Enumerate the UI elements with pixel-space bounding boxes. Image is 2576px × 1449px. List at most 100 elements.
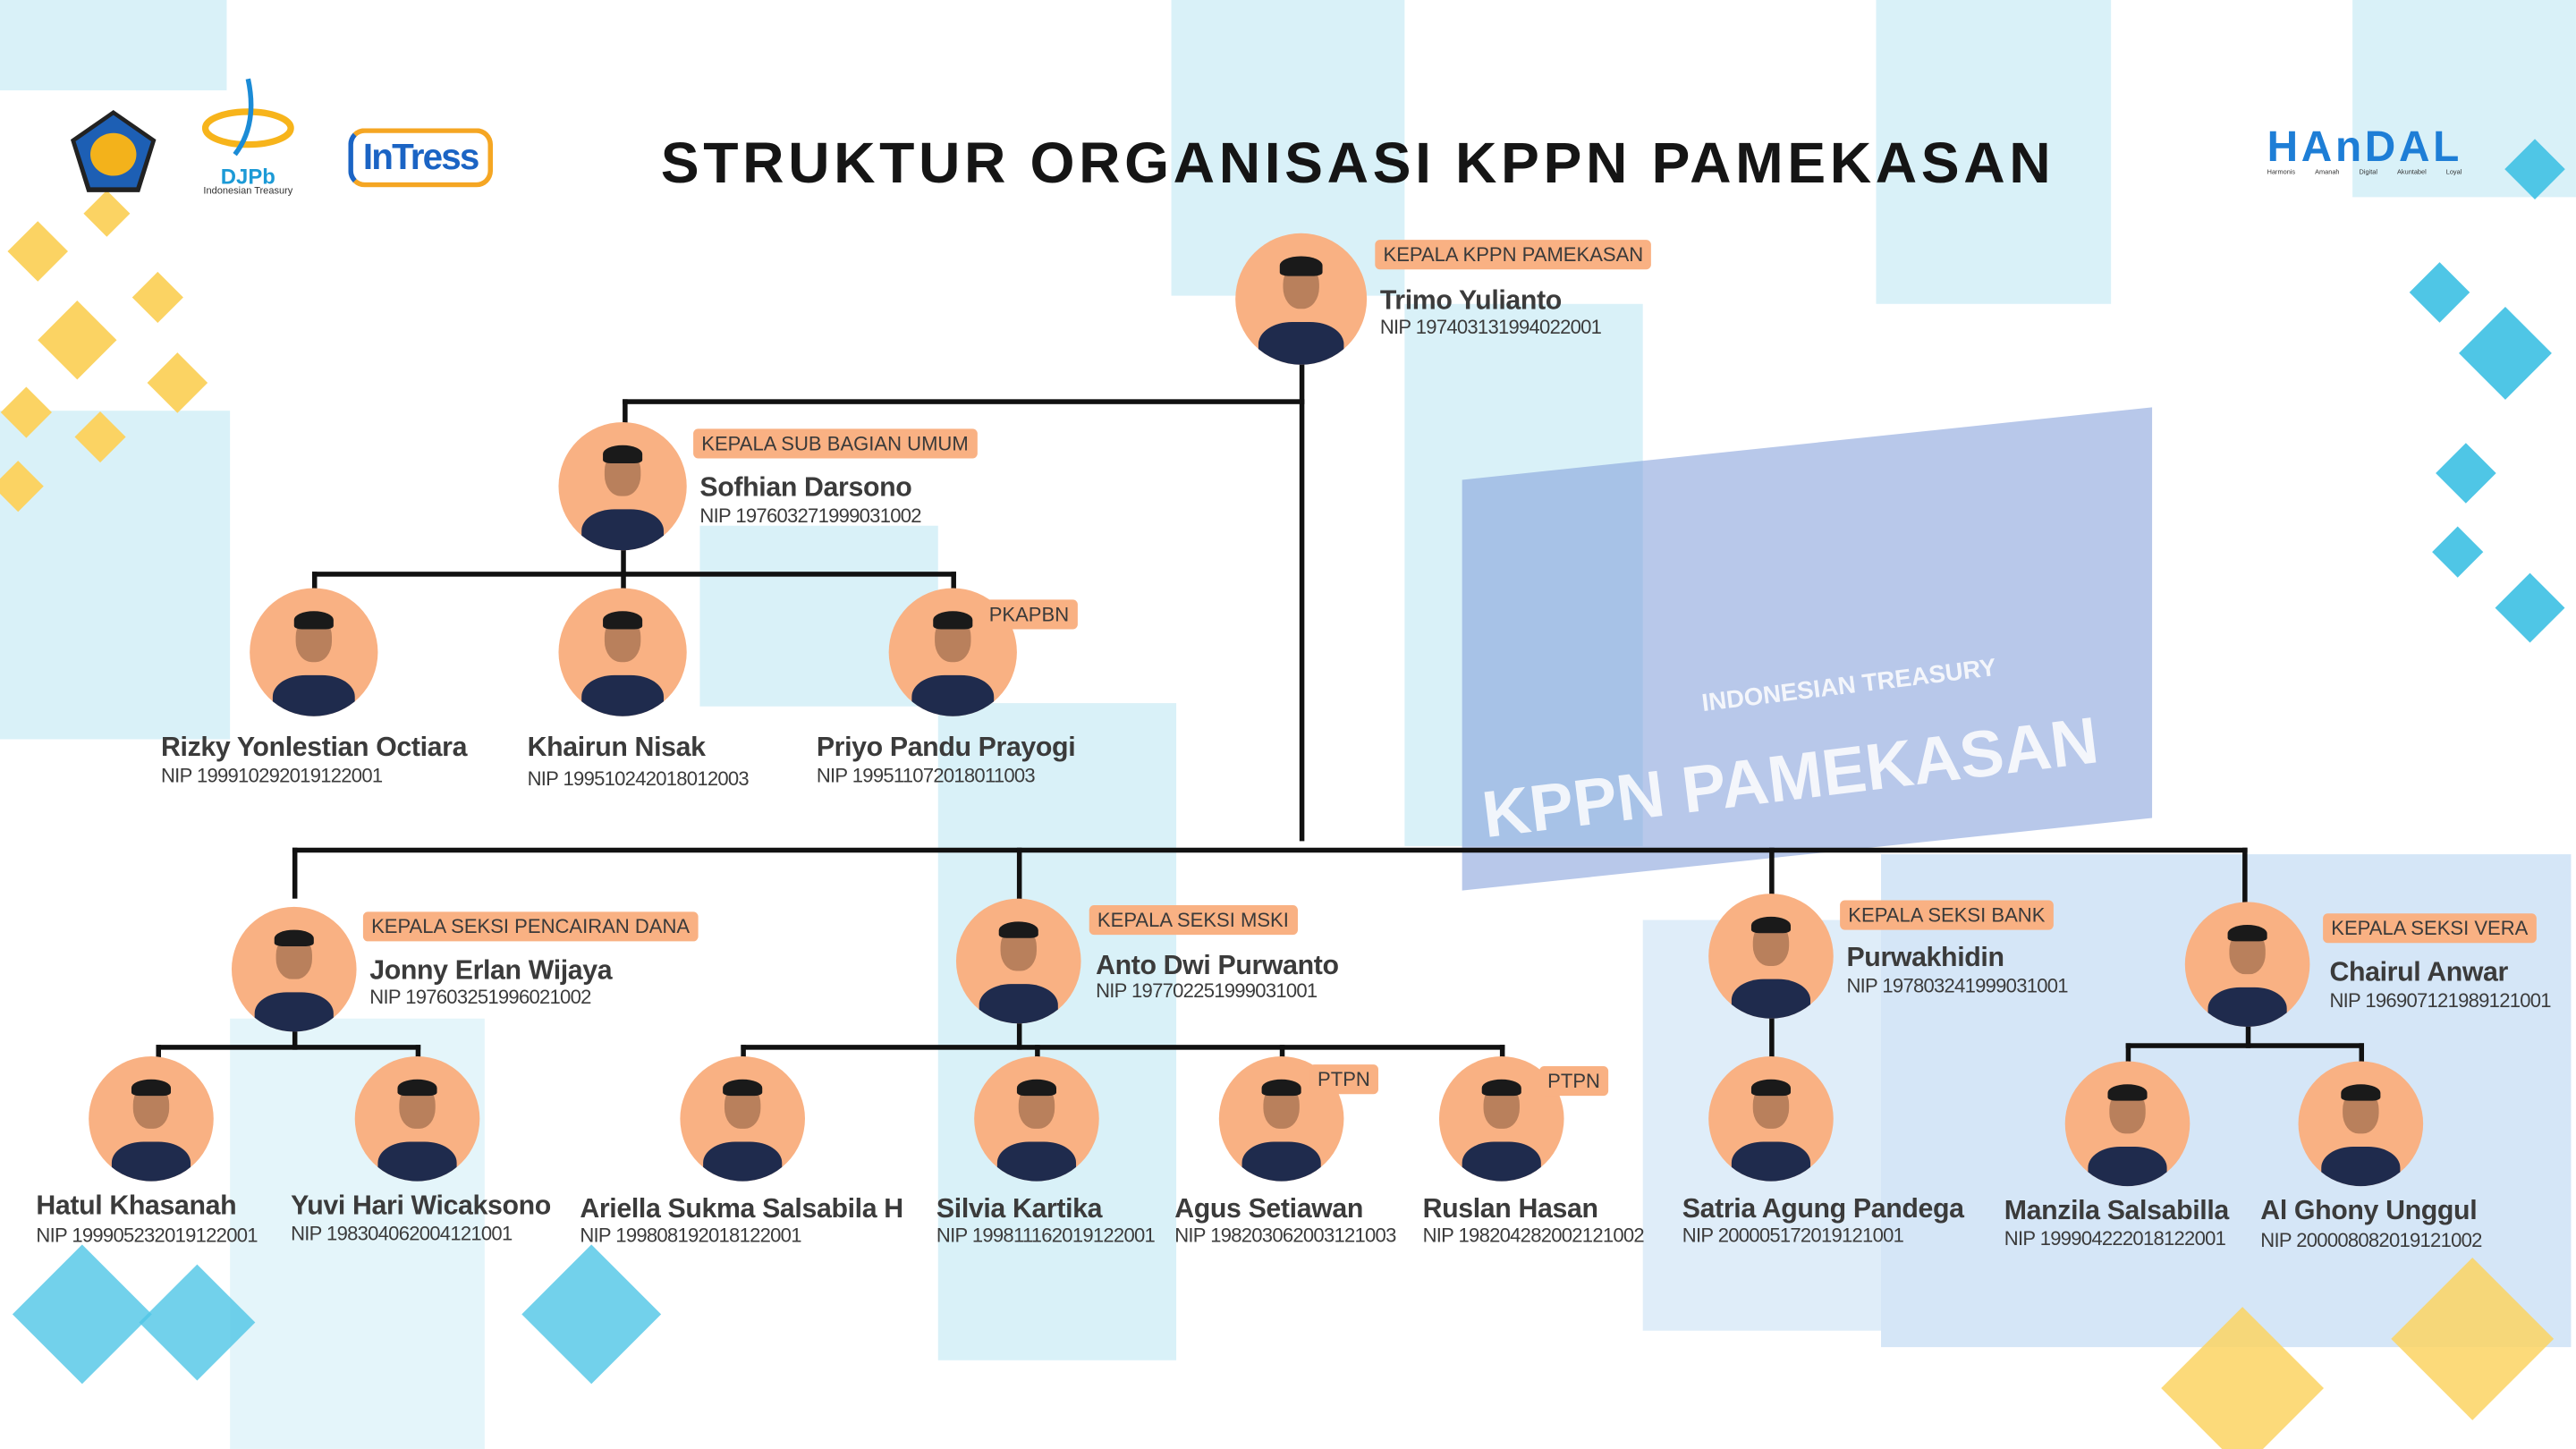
person-nip: NIP 197803241999031001 [1846, 974, 2068, 997]
person-photo [2184, 902, 2310, 1027]
hair-shape [274, 928, 315, 947]
connector-line [2124, 1042, 2131, 1067]
nip-label: NIP [369, 986, 401, 1009]
bg-block [937, 703, 1177, 1360]
person-name: Anto Dwi Purwanto [1096, 951, 1339, 981]
djpb-text: DJPb [220, 164, 275, 190]
person-name: Sofhian Darsono [699, 472, 912, 504]
connector-line [1278, 1044, 1284, 1064]
person-photo [250, 588, 378, 716]
hair-shape [1481, 1079, 1522, 1097]
person-name: Rizky Yonlestian Octiara [160, 733, 468, 763]
connector-line [622, 398, 627, 430]
role-badge: PTPN [1309, 1064, 1379, 1095]
person-name: Ariella Sukma Salsabila H [580, 1194, 903, 1224]
person-photo [1708, 1055, 1834, 1182]
person-photo [1218, 1055, 1344, 1182]
bg-block [0, 411, 231, 740]
connector-line [155, 1044, 420, 1049]
connector-line [1768, 1015, 1774, 1064]
nip-label: NIP [1174, 1224, 1206, 1248]
decor-diamond [83, 190, 131, 237]
person-nip: NIP 199910292019122001 [161, 764, 383, 787]
uniform-shape [2320, 1146, 2402, 1187]
person-name: Trimo Yulianto [1379, 285, 1562, 316]
role-badge: KEPALA KPPN PAMEKASAN [1375, 240, 1652, 270]
nip-value: 200008082019121002 [2296, 1228, 2482, 1252]
uniform-shape [1731, 979, 1811, 1019]
nip-value: 199811162019122001 [971, 1224, 1156, 1248]
nip-value: 199905232019122001 [72, 1224, 258, 1248]
connector-line [1034, 1044, 1039, 1064]
uniform-shape [1258, 322, 1343, 365]
hair-shape [2107, 1083, 2148, 1102]
nip-label: NIP [699, 504, 731, 528]
person-photo [558, 588, 687, 716]
uniform-shape [377, 1140, 458, 1182]
hair-shape [2340, 1083, 2381, 1102]
nip-value: 197803241999031001 [1882, 974, 2068, 997]
nip-label: NIP [1096, 979, 1127, 1003]
person-name: Jonny Erlan Wijaya [369, 955, 613, 987]
nip-value: 199910292019122001 [196, 764, 383, 787]
uniform-shape [254, 991, 335, 1032]
uniform-shape [702, 1140, 783, 1182]
decor-diamond [2495, 572, 2565, 643]
hair-shape [397, 1079, 437, 1097]
decor-diamond [521, 1244, 662, 1385]
nip-value: 199511072018011003 [852, 764, 1036, 787]
person-name: Agus Setiawan [1174, 1194, 1364, 1224]
connector-line [622, 398, 1304, 403]
decor-diamond [131, 271, 183, 324]
person-nip: NIP 200008082019121002 [2260, 1228, 2482, 1252]
decor-diamond [2459, 306, 2552, 400]
nip-label: NIP [936, 1224, 968, 1248]
person-name: Manzila Salsabilla [2004, 1196, 2229, 1226]
connector-line [311, 571, 956, 576]
decor-diamond [2432, 526, 2484, 578]
person-nip: NIP 200005172019121001 [1682, 1224, 1904, 1248]
nip-label: NIP [2260, 1228, 2292, 1252]
nip-value: 197603251996021002 [405, 986, 591, 1009]
person-photo [2064, 1061, 2190, 1187]
djpb-logo: DJPb Indonesian Treasury [194, 75, 302, 207]
person-photo [680, 1055, 805, 1182]
person-photo [354, 1055, 480, 1182]
role-badge: KEPALA SEKSI MSKI [1089, 905, 1298, 936]
person-nip: NIP 198204282002121002 [1423, 1224, 1645, 1248]
person-nip: NIP 199808192018122001 [580, 1224, 801, 1247]
nip-value: 196907121989121001 [2365, 988, 2551, 1013]
person-nip: NIP 199511072018011003 [816, 764, 1036, 787]
person-nip: NIP 198304062004121001 [291, 1223, 513, 1246]
nip-label: NIP [816, 764, 848, 787]
connector-line [1498, 1044, 1504, 1064]
connector-line [311, 571, 317, 594]
nip-value: 199904222018122001 [2039, 1227, 2226, 1250]
hair-shape [602, 611, 644, 630]
uniform-shape [1241, 1140, 1322, 1182]
role-badge: KEPALA SEKSI VERA [2323, 913, 2537, 944]
nip-value: 198204282002121002 [1458, 1224, 1645, 1248]
nip-label: NIP [527, 767, 559, 791]
connector-line [155, 1044, 161, 1064]
person-nip: NIP 197702251999031001 [1096, 979, 1318, 1003]
connector-line [1298, 361, 1304, 841]
connector-line [2241, 846, 2247, 906]
person-nip: NIP 199811162019122001 [936, 1224, 1156, 1248]
nip-label: NIP [1682, 1224, 1714, 1248]
person-name: Purwakhidin [1846, 943, 2004, 973]
person-photo [1235, 233, 1368, 365]
nip-label: NIP [2329, 988, 2360, 1013]
hair-shape [722, 1079, 763, 1097]
person-photo [231, 906, 357, 1032]
uniform-shape [581, 674, 664, 716]
handal-value: Amanah [2315, 167, 2340, 176]
connector-line [292, 846, 297, 898]
uniform-shape [272, 674, 355, 716]
person-name: Khairun Nisak [527, 733, 706, 763]
role-badge: KEPALA SUB BAGIAN UMUM [693, 428, 977, 459]
nip-value: 199808192018122001 [615, 1224, 801, 1248]
person-nip: NIP 199510242018012003 [527, 767, 750, 791]
nip-value: 200005172019121001 [1717, 1224, 1904, 1248]
